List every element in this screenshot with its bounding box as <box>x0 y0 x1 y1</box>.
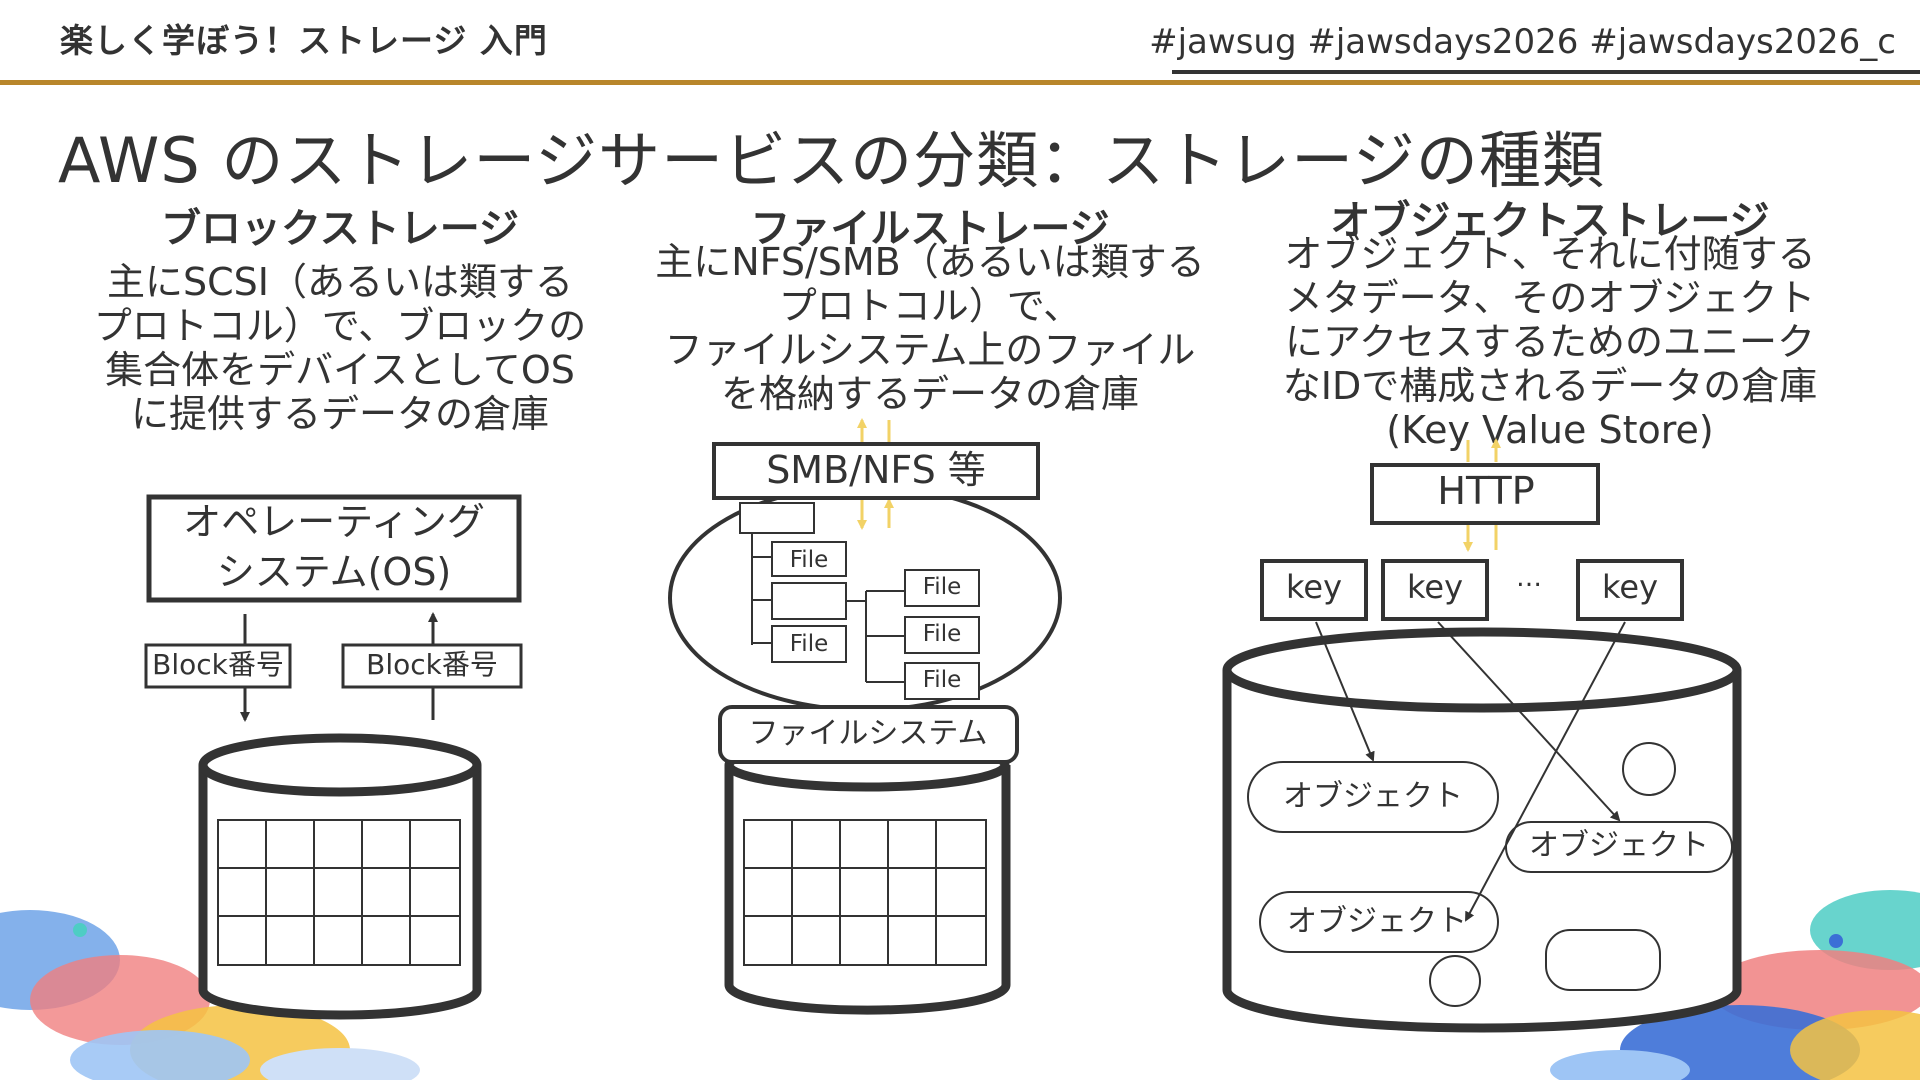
smb-nfs-box <box>712 442 1040 500</box>
file-label: File <box>790 631 829 657</box>
smb-nfs-label: SMB/NFS 等 <box>766 448 986 492</box>
object-storage-heading: オブジェクトストレージ <box>1330 198 1770 244</box>
key-box <box>1260 559 1368 621</box>
header-title: 楽しく学ぼう！ストレージ 入門 <box>60 21 548 60</box>
key-to-object-arrow <box>1315 621 1375 762</box>
block-storage-description: 主にSCSI（あるいは類する プロトコル）で、ブロックの 集合体をデバイスとして… <box>93 260 587 436</box>
block-grid <box>217 819 461 966</box>
empty-object-pill <box>1545 929 1661 991</box>
http-label: HTTP <box>1437 469 1534 513</box>
object-storage-description: オブジェクト、それに付随する メタデータ、そのオブジェクト にアクセスするための… <box>1282 232 1818 452</box>
os-label-line1: オペレーティング <box>183 500 485 544</box>
key-box <box>1381 559 1489 621</box>
key-label: key <box>1407 568 1463 606</box>
block-number-box-up <box>341 643 523 689</box>
key-label: key <box>1602 568 1658 606</box>
key-to-object-arrow <box>1437 621 1621 822</box>
file-storage-description: 主にNFS/SMB（あるいは類する プロトコル）で、 ファイルシステム上のファイ… <box>655 240 1205 416</box>
file-label: File <box>923 574 962 600</box>
object-pill <box>1247 761 1499 833</box>
file-label: File <box>923 621 962 647</box>
block-number-down-label: Block番号 <box>152 648 284 681</box>
object-pill <box>1259 891 1499 953</box>
key-to-object-arrow <box>1465 621 1626 922</box>
file-storage-diagram: SMB/NFS 等 File File File File File <box>668 418 1062 1015</box>
block-number-up-label: Block番号 <box>366 648 498 681</box>
header-divider <box>0 80 1920 85</box>
object-label: オブジェクト <box>1287 904 1467 939</box>
filesystem-label: ファイルシステム <box>748 716 987 751</box>
object-storage-diagram: HTTP key key … key オブジェクト オブジェクト オブジェクト <box>1222 438 1742 1033</box>
key-box <box>1576 559 1684 621</box>
decorative-corner-left <box>0 910 420 1080</box>
block-number-box-down <box>144 643 292 689</box>
file-storage-cylinder <box>724 738 1011 1015</box>
file-tree <box>739 502 980 700</box>
file-storage-heading: ファイルストレージ <box>750 206 1110 252</box>
object-label: オブジェクト <box>1529 828 1709 863</box>
os-box <box>146 494 522 603</box>
hashtag-underline <box>1172 70 1920 74</box>
slide-title: AWS のストレージサービスの分類：ストレージの種類 <box>58 124 1605 197</box>
object-label: オブジェクト <box>1283 779 1463 814</box>
block-storage-heading: ブロックストレージ <box>161 206 519 252</box>
empty-object-circle <box>1429 955 1481 1007</box>
decorative-corner-right <box>1550 890 1920 1080</box>
os-label-line2: システム(OS) <box>217 550 452 594</box>
block-storage-cylinder <box>198 733 482 1020</box>
file-label: File <box>923 667 962 693</box>
empty-object-circle <box>1622 742 1676 796</box>
file-label: File <box>790 547 829 573</box>
filesystem-box <box>718 705 1019 764</box>
file-block-grid <box>743 819 987 966</box>
ellipsis: … <box>1516 563 1542 593</box>
block-storage-diagram: オペレーティング システム(OS) Block番号 Block番号 <box>144 494 523 1020</box>
http-box <box>1370 463 1600 525</box>
key-label: key <box>1286 568 1342 606</box>
hashtags: #jawsug #jawsdays2026 #jawsdays2026_c <box>1149 22 1896 62</box>
